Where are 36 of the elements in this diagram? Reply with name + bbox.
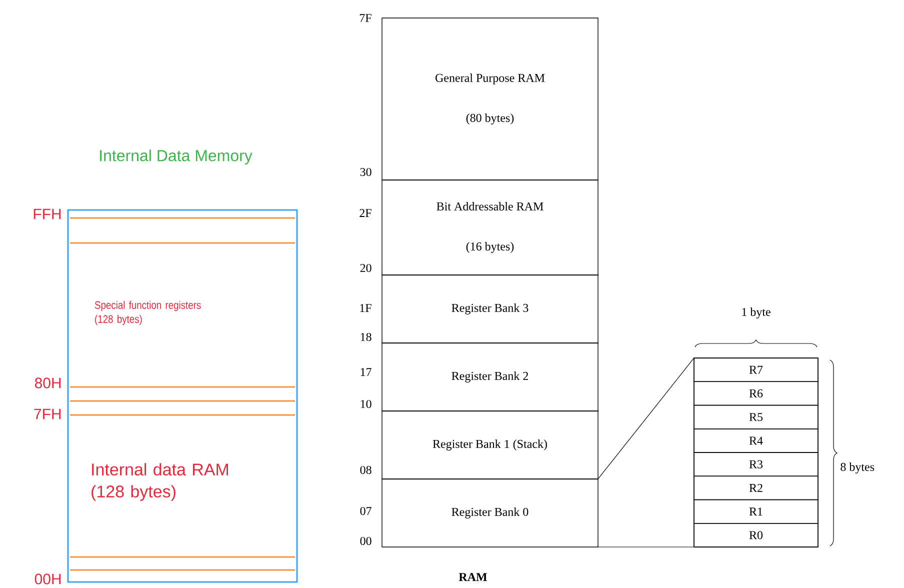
address-label: FFH bbox=[34, 208, 61, 220]
address-label: 17 bbox=[360, 368, 372, 376]
memory-block: Register Bank 2 bbox=[382, 342, 598, 412]
register-cell: R7 bbox=[694, 358, 818, 382]
register-cell: R2 bbox=[694, 476, 818, 500]
heading: Internal Data Memory bbox=[100, 150, 252, 164]
address-label: 10 bbox=[360, 400, 372, 408]
register-cell: R6 bbox=[694, 381, 818, 406]
zoom-line bbox=[598, 358, 694, 480]
zoom-line bbox=[598, 546, 694, 548]
address-label: 08 bbox=[360, 466, 372, 474]
address-label: 2F bbox=[360, 209, 372, 217]
register-cell: R4 bbox=[694, 428, 818, 453]
region-label: Special function registers (128 bytes) bbox=[94, 300, 201, 326]
memory-block: Register Bank 0 bbox=[382, 478, 598, 548]
region-label: Internal data RAM (128 bytes) bbox=[92, 463, 228, 501]
memory-block: Register Bank 3 bbox=[382, 274, 598, 344]
caption: RAM bbox=[458, 573, 487, 581]
memory-block: Register Bank 1 (Stack) bbox=[382, 410, 598, 480]
address-label: 07 bbox=[360, 506, 372, 516]
address-label: 18 bbox=[360, 332, 372, 342]
address-label: 00H bbox=[34, 574, 61, 584]
register-cell: R1 bbox=[694, 499, 818, 524]
address-label: 7F bbox=[360, 14, 372, 22]
register-cell: R0 bbox=[694, 523, 818, 548]
address-label: 20 bbox=[360, 264, 372, 272]
memory-block: Bit Addressable RAM (16 bytes) bbox=[382, 180, 598, 276]
size-label: 8 bytes bbox=[840, 462, 874, 474]
size-label: 1 byte bbox=[742, 308, 770, 318]
register-cell: R5 bbox=[694, 404, 818, 430]
address-label: 30 bbox=[360, 168, 372, 176]
address-label: 80H bbox=[34, 378, 61, 388]
register-cell: R3 bbox=[694, 452, 818, 476]
address-label: 7FH bbox=[34, 408, 61, 420]
address-label: 1F bbox=[360, 304, 372, 312]
memory-block: General Purpose RAM (80 bytes) bbox=[382, 18, 598, 180]
